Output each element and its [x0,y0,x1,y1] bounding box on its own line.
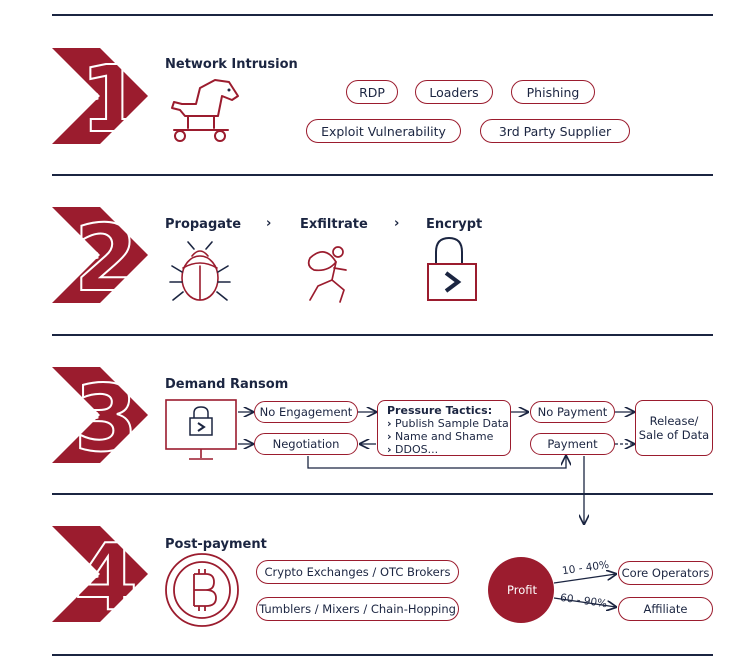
stage-4-label: Stage [57,567,100,582]
step-encrypt: Encrypt [426,217,483,232]
vector-exploit-vulnerability: Exploit Vulnerability [306,119,461,143]
stage-1-chevron [52,48,148,144]
padlock-icon [427,236,477,301]
stage-1-label: Stage [57,89,100,104]
stage-1-title: Network Intrusion [165,57,298,72]
stage-4-number: 4 [74,524,138,631]
vector-loaders: Loaders [415,80,493,104]
release-sale-node: Release/ Sale of Data [635,400,713,456]
stage-2-number: 2 [74,205,138,312]
no-payment-node: No Payment [530,401,615,423]
vector-phishing: Phishing [511,80,595,104]
stage-4-chevron [52,526,148,622]
stage-2-chevron [52,207,148,303]
pressure-item: › Name and Shame [387,430,494,443]
step-propagate: Propagate [165,217,242,232]
release-line-2: Sale of Data [638,428,710,442]
vector-3rd-party-supplier: 3rd Party Supplier [480,119,630,143]
recipient-affiliate: Affiliate [618,597,713,621]
channel-crypto-exchanges: Crypto Exchanges / OTC Brokers [256,560,459,584]
recipient-core-operators: Core Operators [618,561,713,585]
release-line-1: Release/ [649,414,699,428]
stage-3-number: 3 [74,365,138,472]
locked-monitor-icon [165,399,237,460]
pressure-item: › DDOS... [387,443,439,456]
stage-2-label: Stage [57,248,100,263]
trojan-horse-icon [171,79,239,142]
stage-3-label: Stage [57,408,100,423]
stage-3-chevron [52,367,148,463]
pressure-tactics-title: Pressure Tactics: [387,404,493,417]
step-exfiltrate: Exfiltrate [300,217,368,232]
vector-rdp: RDP [346,80,398,104]
pressure-tactics-node: Pressure Tactics: › Publish Sample Data … [377,400,511,456]
step-separator-1: › [266,216,272,231]
thief-running-icon [307,246,347,303]
profit-split-connectors [553,574,616,607]
bitcoin-icon [165,553,239,627]
profit-circle [488,557,554,623]
negotiation-node: Negotiation [254,433,358,455]
bug-icon [169,241,231,301]
step-separator-2: › [394,216,400,231]
stage-4-title: Post-payment [165,537,267,552]
stage-3-connectors [238,412,634,524]
payment-node: Payment [530,433,615,455]
pressure-item: › Publish Sample Data [387,417,509,430]
stage-1-number: 1 [80,46,144,153]
no-engagement-node: No Engagement [254,401,358,423]
profit-label: Profit [507,583,537,597]
channel-tumblers: Tumblers / Mixers / Chain-Hopping [256,597,459,621]
stage-3-title: Demand Ransom [165,377,289,392]
